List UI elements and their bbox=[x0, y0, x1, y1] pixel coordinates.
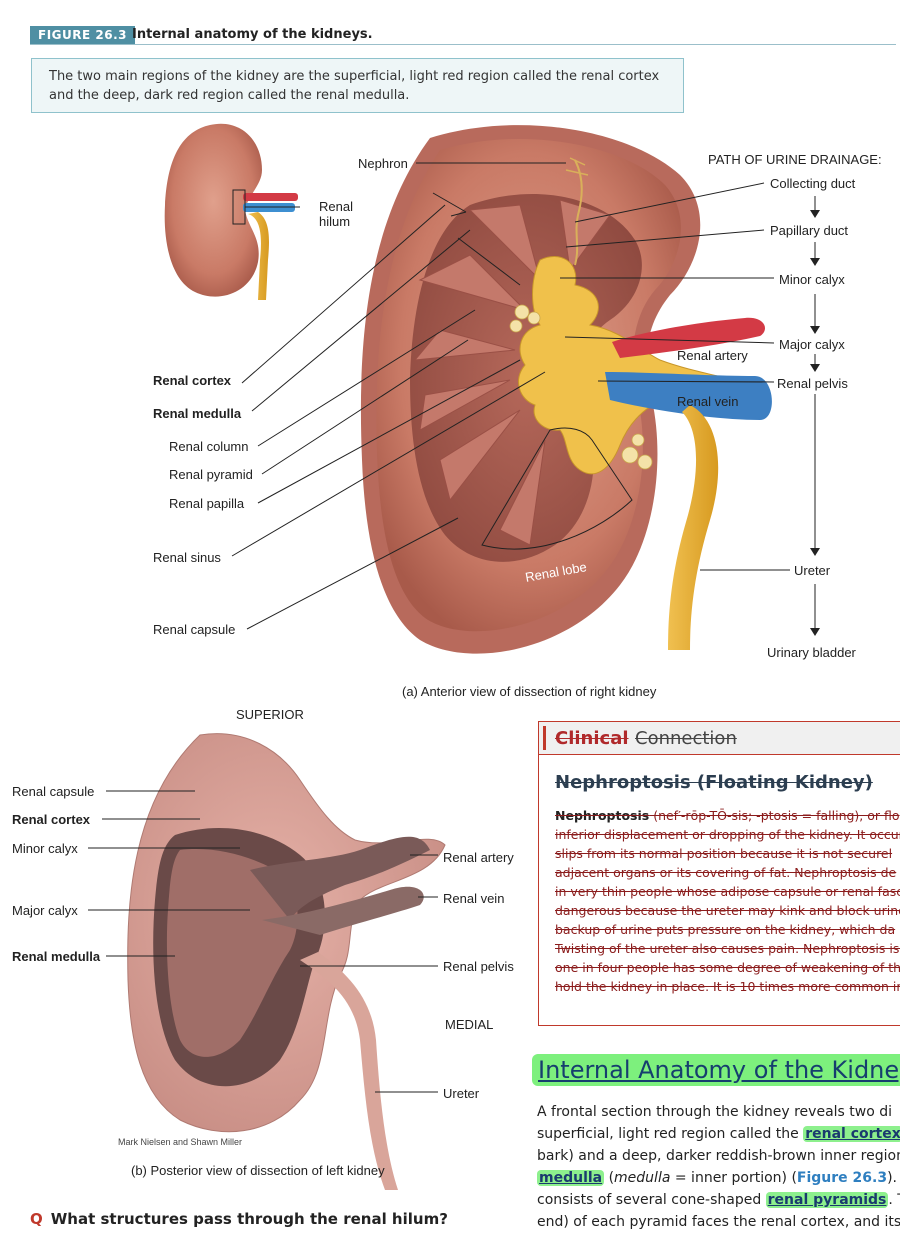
photo-credit: Mark Nielsen and Shawn Miller bbox=[118, 1137, 242, 1147]
label-renal-papilla: Renal papilla bbox=[169, 496, 244, 511]
clinical-title: Nephroptosis (Floating Kidney) bbox=[555, 772, 873, 793]
subcaption-b: (b) Posterior view of dissection of left… bbox=[131, 1163, 385, 1178]
para-line-5-b: . T bbox=[888, 1192, 900, 1208]
clinical-body-first: (nef′-rōp-TŌ-sis; -ptosis = falling), or… bbox=[649, 808, 899, 823]
label-medial: MEDIAL bbox=[445, 1017, 493, 1032]
label-renal-medulla-b: Renal medulla bbox=[12, 949, 100, 964]
clinical-connection-header: Clinical Connection bbox=[539, 722, 900, 755]
photo-kidney bbox=[128, 734, 445, 1190]
figure-question: Q What structures pass through the renal … bbox=[30, 1210, 448, 1228]
section-paragraph: A frontal section through the kidney rev… bbox=[537, 1101, 900, 1233]
small-kidney-thumbnail bbox=[165, 124, 298, 300]
para-line-6: end) of each pyramid faces the renal cor… bbox=[537, 1211, 900, 1233]
label-renal-cortex-b: Renal cortex bbox=[12, 812, 90, 827]
connection-label: Connection bbox=[635, 728, 737, 749]
path-step-ureter: Ureter bbox=[794, 563, 830, 578]
para-line-5-a: consists of several cone-shaped bbox=[537, 1192, 766, 1208]
para-line-4-c: ). Th bbox=[887, 1170, 900, 1186]
clinical-connection-box: Clinical Connection Nephroptosis (Floati… bbox=[538, 721, 900, 1026]
clinical-body: Nephroptosis (nef′-rōp-TŌ-sis; -ptosis =… bbox=[555, 806, 900, 996]
label-nephron: Nephron bbox=[358, 156, 408, 171]
para-line-4: medulla (medulla = inner portion) (Figur… bbox=[537, 1167, 900, 1189]
path-step-papillary-duct: Papillary duct bbox=[770, 223, 848, 238]
para-line-2-text: superficial, light red region called the bbox=[537, 1126, 803, 1142]
section-heading[interactable]: Internal Anatomy of the Kidneys bbox=[532, 1054, 900, 1086]
para-line-1: A frontal section through the kidney rev… bbox=[537, 1101, 900, 1123]
label-renal-hilum: Renal hilum bbox=[319, 199, 353, 229]
para-line-3: bark) and a deep, darker reddish-brown i… bbox=[537, 1145, 900, 1167]
clinical-label: Clinical bbox=[555, 728, 629, 749]
label-superior: SUPERIOR bbox=[236, 707, 304, 722]
term-renal-medulla[interactable]: medulla bbox=[537, 1170, 604, 1186]
figure-reference-link[interactable]: Figure 26.3 bbox=[797, 1170, 887, 1186]
path-title: PATH OF URINE DRAINAGE: bbox=[708, 152, 882, 167]
label-renal-capsule-b: Renal capsule bbox=[12, 784, 94, 799]
para-line-4-b: = inner portion) ( bbox=[670, 1170, 797, 1186]
clinical-accent-bar bbox=[543, 726, 546, 750]
label-ureter-b: Ureter bbox=[443, 1086, 479, 1101]
label-major-calyx-b: Major calyx bbox=[12, 903, 78, 918]
subcaption-a: (a) Anterior view of dissection of right… bbox=[402, 684, 656, 699]
term-renal-cortex[interactable]: renal cortex bbox=[803, 1126, 900, 1142]
label-renal-sinus: Renal sinus bbox=[153, 550, 221, 565]
label-renal-medulla: Renal medulla bbox=[153, 406, 241, 421]
para-line-5: consists of several cone-shaped renal py… bbox=[537, 1189, 900, 1211]
para-line-4-italic: medulla bbox=[614, 1170, 670, 1186]
label-renal-vein-a: Renal vein bbox=[677, 394, 738, 409]
term-renal-pyramids[interactable]: renal pyramids bbox=[766, 1192, 889, 1208]
label-renal-artery-a: Renal artery bbox=[677, 348, 748, 363]
question-marker: Q bbox=[30, 1210, 43, 1228]
path-step-minor-calyx: Minor calyx bbox=[779, 272, 845, 287]
path-step-urinary-bladder: Urinary bladder bbox=[767, 645, 856, 660]
label-renal-artery-b: Renal artery bbox=[443, 850, 514, 865]
para-line-2: superficial, light red region called the… bbox=[537, 1123, 900, 1145]
label-minor-calyx-b: Minor calyx bbox=[12, 841, 78, 856]
para-line-4-a: ( bbox=[604, 1170, 614, 1186]
clinical-term: Nephroptosis bbox=[555, 808, 649, 823]
label-renal-column: Renal column bbox=[169, 439, 249, 454]
path-step-renal-pelvis: Renal pelvis bbox=[777, 376, 848, 391]
path-step-major-calyx: Major calyx bbox=[779, 337, 845, 352]
label-renal-pyramid: Renal pyramid bbox=[169, 467, 253, 482]
label-renal-capsule: Renal capsule bbox=[153, 622, 235, 637]
label-renal-vein-b: Renal vein bbox=[443, 891, 504, 906]
label-renal-pelvis-b: Renal pelvis bbox=[443, 959, 514, 974]
clinical-body-rest: inferior displacement or dropping of the… bbox=[555, 827, 900, 994]
label-renal-cortex: Renal cortex bbox=[153, 373, 231, 388]
question-text: What structures pass through the renal h… bbox=[51, 1210, 448, 1228]
path-step-collecting-duct: Collecting duct bbox=[770, 176, 855, 191]
